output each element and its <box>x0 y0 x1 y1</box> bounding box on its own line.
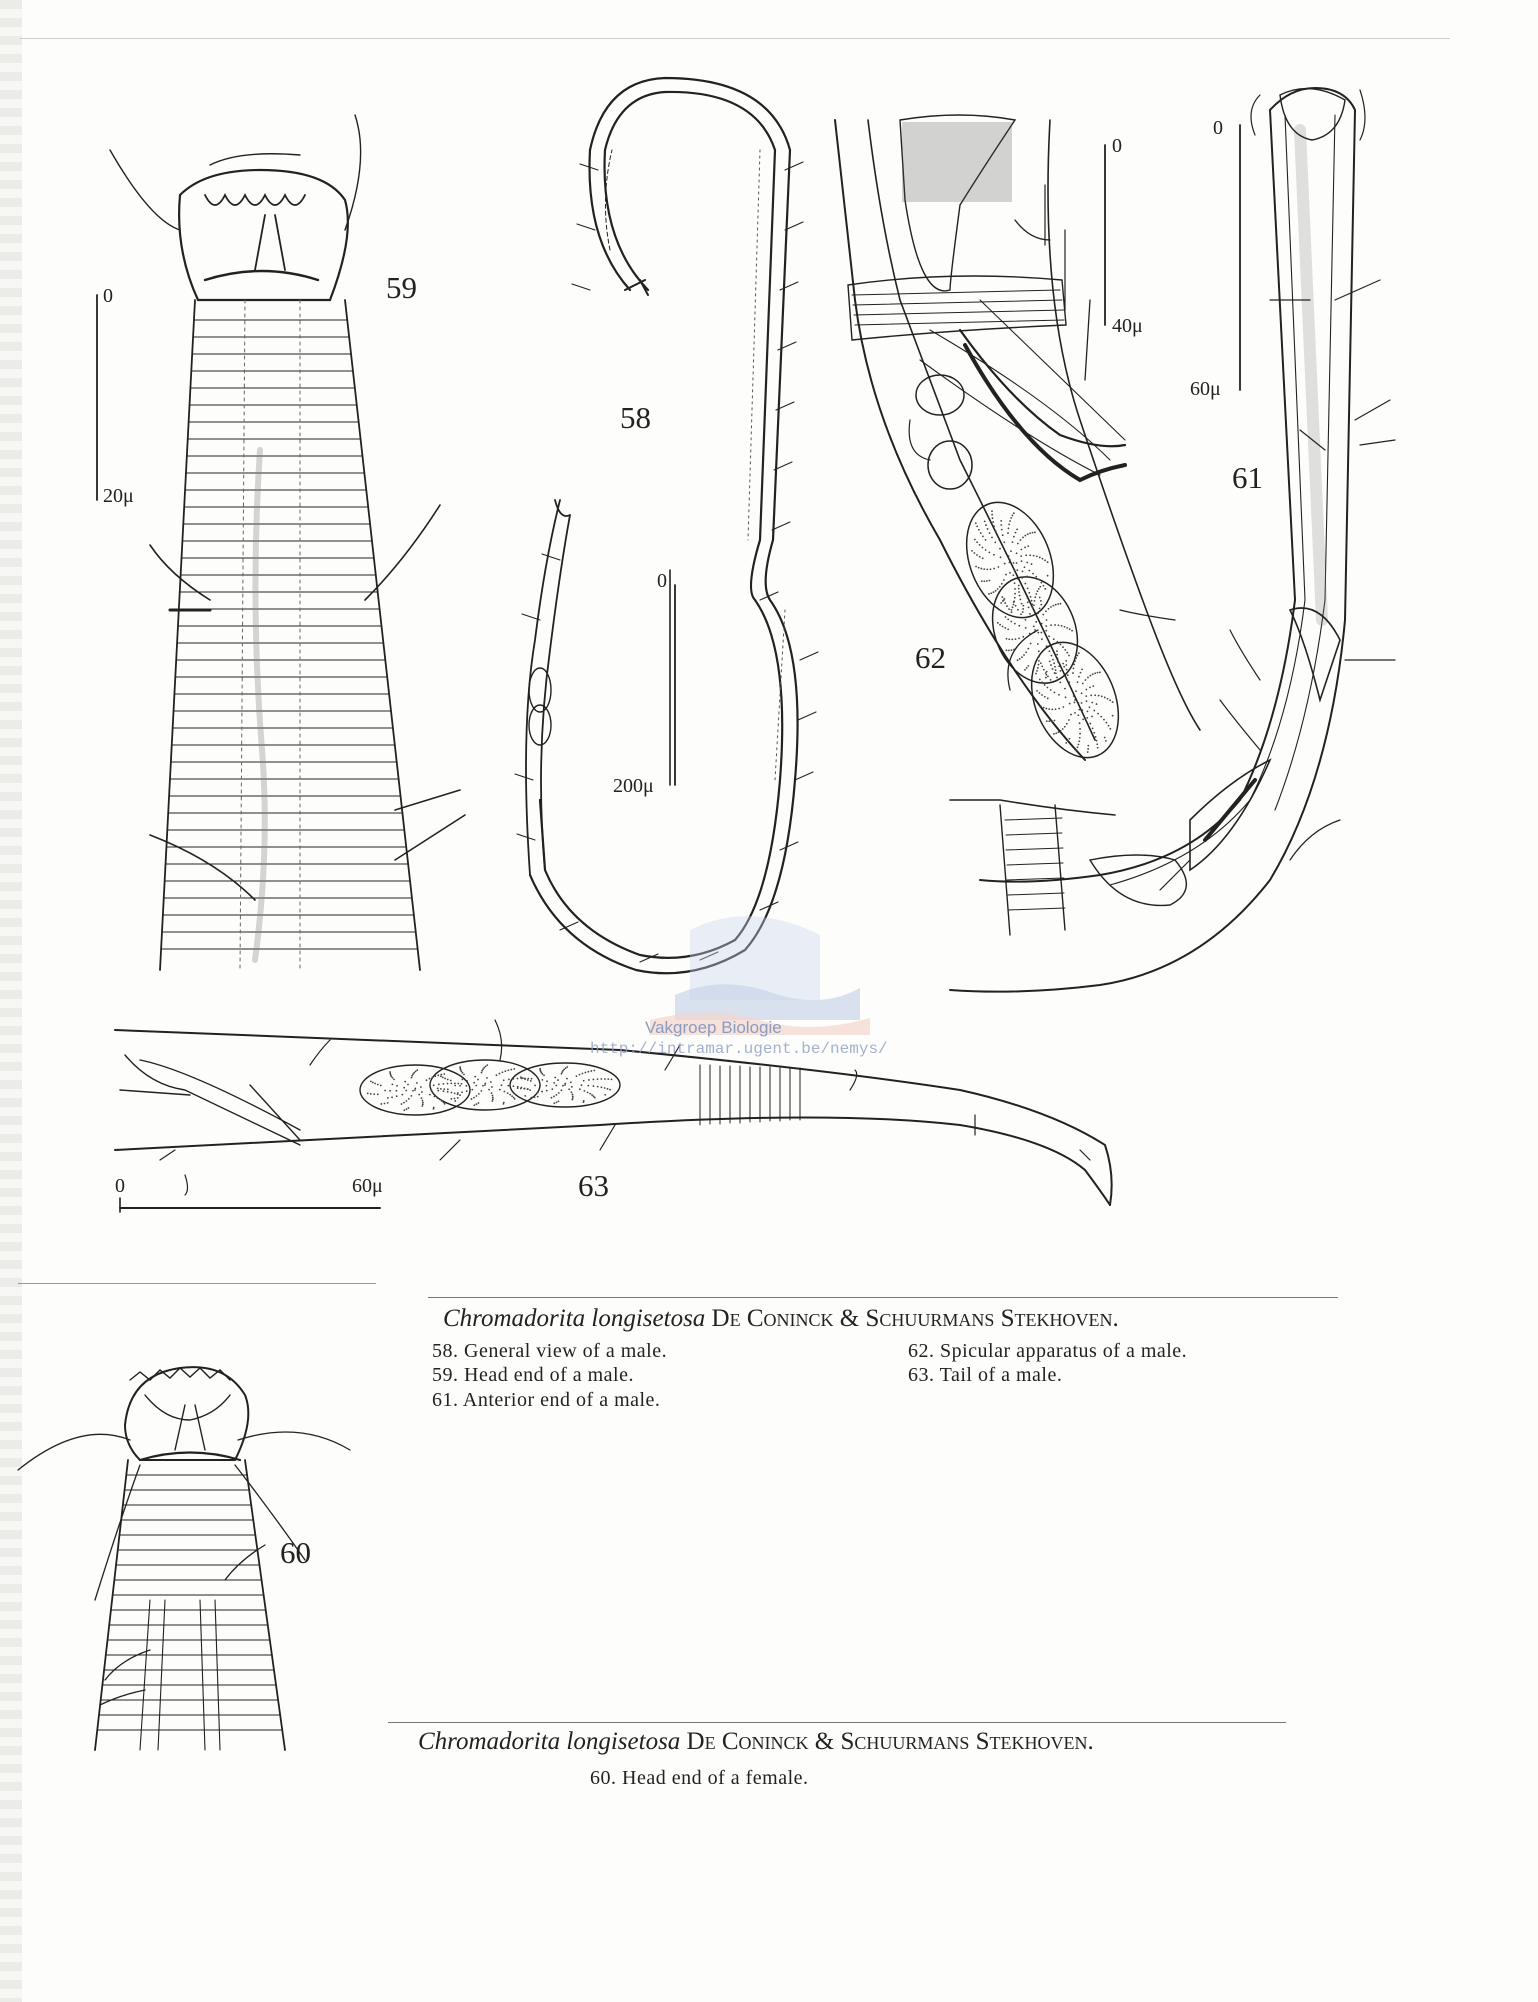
scale-61-60mu: 60μ <box>1190 378 1221 400</box>
top-rule <box>20 38 1450 39</box>
scale-62-zero: 0 <box>1112 135 1122 157</box>
scale-61-zero: 0 <box>1213 117 1223 139</box>
figure-62-drawing <box>834 114 1201 761</box>
figure-60-drawing <box>17 1366 351 1751</box>
scale-63-zero: 0 <box>115 1175 125 1197</box>
scale-62-40mu: 40μ <box>1112 315 1143 337</box>
caption-2-item-60: 60. Head end of a female. <box>590 1767 809 1789</box>
caption-1-item-58: 58. General view of a male. <box>432 1340 668 1362</box>
caption-2-species: Chromadorita longisetosa <box>418 1728 681 1755</box>
figure-58-drawing <box>514 76 819 975</box>
caption-1-species: Chromadorita longisetosa <box>443 1305 706 1332</box>
figure-60-top-rule <box>18 1283 376 1284</box>
scale-59-20mu: 20μ <box>103 485 134 507</box>
figure-58-label: 58 <box>620 400 651 435</box>
watermark-logo <box>650 916 870 1035</box>
scale-bars <box>96 124 1241 786</box>
caption-1-authors: De Coninck & Schuurmans Stekhoven. <box>711 1305 1119 1332</box>
figure-61-label: 61 <box>1232 460 1263 495</box>
caption-1-title: Chromadorita longisetosa De Coninck & Sc… <box>443 1305 1119 1333</box>
caption-1-item-59: 59. Head end of a male. <box>432 1364 634 1386</box>
figure-63-label: 63 <box>578 1168 609 1203</box>
caption-1-rule <box>428 1297 1338 1298</box>
figure-62-label: 62 <box>915 640 946 675</box>
scale-63-60mu: 60μ <box>352 1175 383 1197</box>
watermark-text: Vakgroep Biologie <box>645 1018 782 1037</box>
figure-61-drawing <box>949 86 1396 993</box>
caption-1-item-61: 61. Anterior end of a male. <box>432 1389 661 1411</box>
scale-59-zero: 0 <box>103 285 113 307</box>
watermark-url: http://intramar.ugent.be/nemys/ <box>590 1040 888 1058</box>
caption-1-item-62: 62. Spicular apparatus of a male. <box>908 1340 1188 1362</box>
figure-63-drawing <box>114 1019 1113 1213</box>
scale-58-200mu: 200μ <box>613 775 654 797</box>
caption-2-rule <box>388 1722 1286 1723</box>
caption-2-title: Chromadorita longisetosa De Coninck & Sc… <box>418 1728 1094 1756</box>
scale-58-zero: 0 <box>657 570 667 592</box>
caption-1-item-63: 63. Tail of a male. <box>908 1364 1063 1386</box>
caption-2-authors: De Coninck & Schuurmans Stekhoven. <box>686 1728 1094 1755</box>
figure-59-drawing <box>109 114 466 971</box>
figure-59-label: 59 <box>386 270 417 305</box>
scanned-page-edge <box>0 0 22 2002</box>
figure-60-label: 60 <box>280 1535 311 1570</box>
